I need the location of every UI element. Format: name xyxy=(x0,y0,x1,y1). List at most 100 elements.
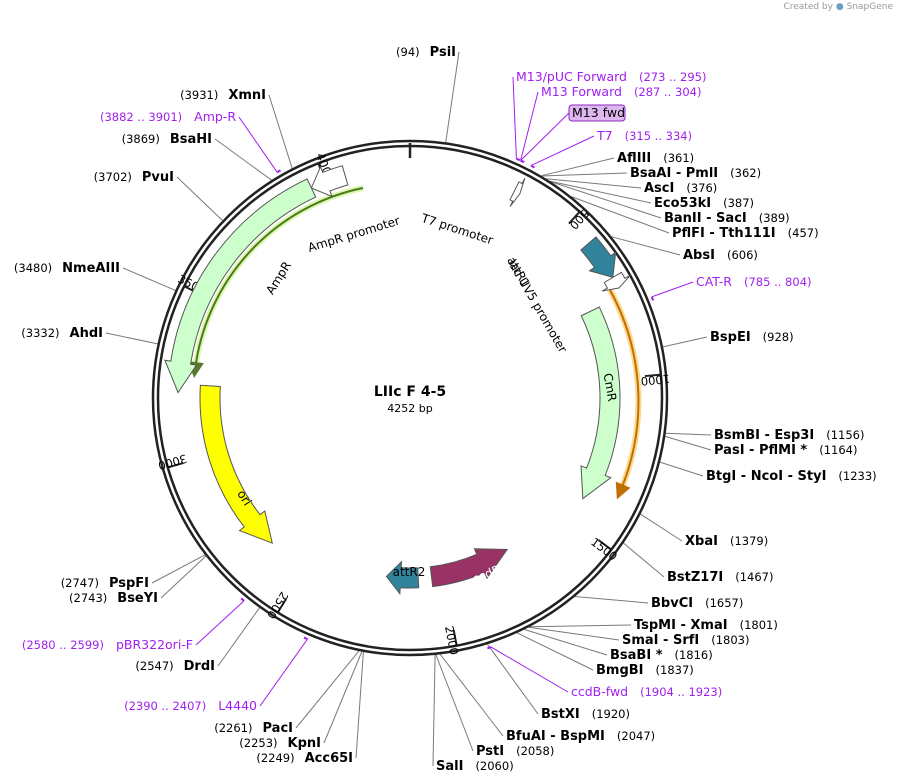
site-name: XbaI xyxy=(685,534,718,549)
plasmid-length: 4252 bp xyxy=(387,402,432,415)
site-position: (1164) xyxy=(819,443,857,457)
site-name: SalI xyxy=(436,759,463,774)
site-position: (2047) xyxy=(617,729,655,743)
site-position: (2743) xyxy=(69,591,107,605)
site-bsa-hi: (3869) BsaHI xyxy=(122,132,212,147)
site-name: XmnI xyxy=(228,88,266,103)
site-leader xyxy=(529,624,632,628)
site-position: (1803) xyxy=(711,633,749,647)
site-name: BstXI xyxy=(541,707,580,722)
primer-name: Amp-R xyxy=(194,109,236,124)
primer-range: (2580 .. 2599) xyxy=(22,638,104,652)
site-asc-i: AscI(376) xyxy=(644,181,717,196)
tick-mark xyxy=(597,539,612,551)
site-leader xyxy=(214,138,272,181)
feature-arrows xyxy=(164,165,631,596)
site-name: BsaHI xyxy=(170,132,212,147)
primer-range: (315 .. 334) xyxy=(625,129,693,143)
site-bbv-ci: BbvCI(1657) xyxy=(651,596,743,611)
site-position: (3702) xyxy=(94,170,132,184)
site-position: (2547) xyxy=(135,659,173,673)
site-position: (606) xyxy=(727,248,758,262)
site-name: Acc65I xyxy=(305,751,353,766)
site-bsa-bi: BsaBI * (1816) xyxy=(610,648,713,663)
site-kpn-i: (2253)KpnI xyxy=(239,736,321,751)
primer-m13-forward: M13 Forward(287 .. 304) xyxy=(541,84,701,99)
site-bst-z17-i: BstZ17I(1467) xyxy=(667,570,773,585)
primer-ccd-b-fwd: ccdB-fwd(1904 .. 1923) xyxy=(571,684,722,699)
tick-mark xyxy=(644,373,662,378)
site-afl-iii: AflIII(361) xyxy=(617,151,694,166)
site-name: BseYI xyxy=(117,591,158,606)
site-position: (361) xyxy=(663,151,694,165)
site-acc65-i: (2249) Acc65I xyxy=(256,751,353,766)
site-name: TspMI - XmaI xyxy=(634,618,728,633)
site-name: PspFI xyxy=(109,576,149,591)
feature-lac-uv5-promoter xyxy=(601,271,631,292)
site-bsp-ei: BspEI(928) xyxy=(710,330,794,345)
credit-text: Created by xyxy=(783,2,833,12)
primer-tick xyxy=(515,157,521,162)
tick-label: 500 xyxy=(567,207,592,233)
primer-range: (1904 .. 1923) xyxy=(640,685,722,699)
site-name: KpnI xyxy=(288,736,321,751)
site-leader xyxy=(549,180,652,204)
site-eco53k-i: Eco53kI(387) xyxy=(654,196,754,211)
site-name: BtgI - NcoI - StyI xyxy=(706,469,826,484)
site-leader xyxy=(571,196,670,234)
site-psi-i: (94)PsiI xyxy=(396,45,456,60)
site-leader xyxy=(151,554,206,584)
site-position: (1379) xyxy=(730,534,768,548)
site-position: (2747) xyxy=(61,576,99,590)
site-position: (3869) xyxy=(122,132,160,146)
site-position: (376) xyxy=(686,181,717,195)
site-position: (2249) xyxy=(256,751,294,765)
site-leader xyxy=(295,650,360,729)
primer-labels: M13/pUC Forward(273 .. 295)M13 Forward(2… xyxy=(22,69,812,713)
cat-r-orf-line xyxy=(609,289,640,500)
site-name: BsaAI - PmlI xyxy=(630,166,718,181)
primer-box xyxy=(568,104,626,122)
feature-ampr-promoter xyxy=(310,165,349,198)
primer-leader xyxy=(195,600,245,646)
primer-leader xyxy=(530,135,595,167)
primer-tick xyxy=(520,159,525,164)
site-leader xyxy=(541,172,628,177)
site-name: NmeAIII xyxy=(62,261,120,276)
primer-name: M13 Forward xyxy=(541,84,622,99)
site-position: (1816) xyxy=(675,648,713,662)
site-leader xyxy=(550,181,662,219)
site-pst-i: PstI(2058) xyxy=(476,744,554,759)
site-name: BsmBI - Esp3I xyxy=(714,428,814,443)
site-pfl-fi-tth111-i: PflFI - Tth111I(457) xyxy=(672,226,819,241)
label-amp-r-promoter: AmpR promoter xyxy=(306,214,401,255)
tick-mark xyxy=(452,629,458,646)
site-name: PacI xyxy=(263,721,294,736)
site-name: BsaBI * xyxy=(610,648,663,663)
primer-leader xyxy=(651,281,694,298)
site-name: BspEI xyxy=(710,330,751,345)
site-leader xyxy=(432,654,436,767)
site-name: BbvCI xyxy=(651,596,693,611)
site-bse-yi: (2743) BseYI xyxy=(69,591,158,606)
tick-label: 1000 xyxy=(640,372,670,389)
feature-ampr xyxy=(164,178,317,394)
site-abs-i: AbsI(606) xyxy=(683,248,758,263)
primer-range: (273 .. 295) xyxy=(639,70,707,84)
site-name: BfuAI - BspMI xyxy=(506,729,605,744)
site-psp-fi: (2747) PspFI xyxy=(61,576,149,591)
label-amp-r: AmpR xyxy=(263,259,294,297)
site-leader xyxy=(523,628,608,656)
site-position: (1801) xyxy=(740,618,778,632)
site-position: (1233) xyxy=(838,469,876,483)
site-pvu-i: (3702)PvuI xyxy=(94,170,174,185)
primer-range: (3882 .. 3901) xyxy=(100,110,182,124)
site-bmg-bi: BmgBI(1837) xyxy=(596,663,694,678)
label-t7-promoter: T7 promoter xyxy=(419,211,495,248)
site-leader xyxy=(486,643,539,715)
site-nme-aiii: (3480)NmeAIII xyxy=(14,261,120,276)
primer-tick xyxy=(530,164,535,169)
site-name: PstI xyxy=(476,744,504,759)
label-cm-r: CmR xyxy=(601,372,620,402)
site-sal-i: SalI(2060) xyxy=(436,759,514,774)
